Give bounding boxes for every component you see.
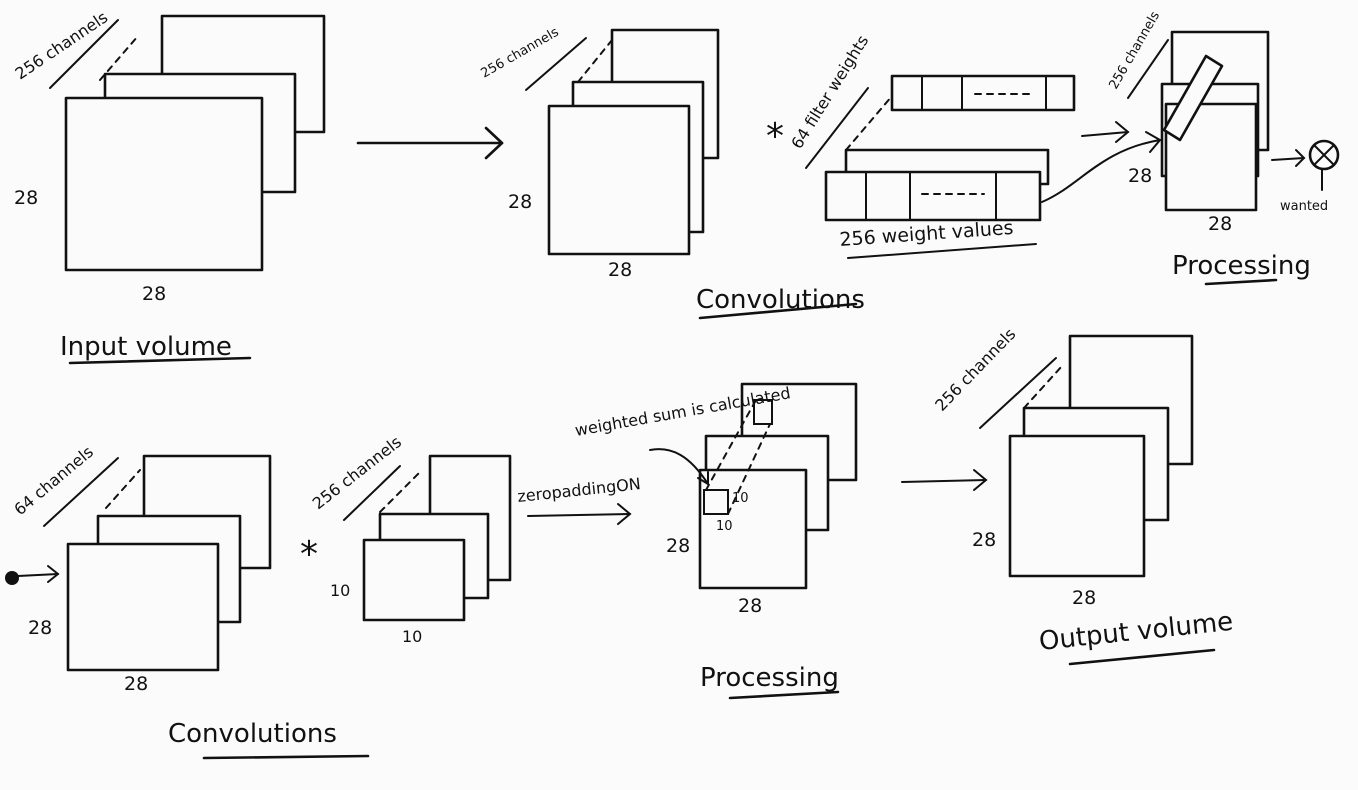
conv1-front-slice [547,104,691,256]
proc1-output-arrow [1271,157,1305,161]
proc2-guide-2 [727,423,771,515]
output-depth-guide [1023,365,1063,409]
input-volume-title: Input volume [60,332,232,362]
conv2-channels-label: 64 channels [10,442,97,519]
processing-title-1: Processing [1172,251,1311,281]
proc1-output-arrow-head [1295,149,1306,167]
conv2-front-slice [66,542,220,672]
proc2-annotation-curve [649,448,709,485]
proc2-patch-height-label: 10 [732,491,749,506]
proc1-width-label: 28 [1208,213,1232,235]
conv2-depth-arrow [43,457,119,527]
kernel-front-slice [362,538,466,622]
input-depth-guide [99,35,139,81]
processing-panel-2: weighted sum is calculated 10 10 28 28 P… [573,382,858,700]
arrow-to-processing-1 [1081,131,1129,137]
proc2-guide-1 [705,399,757,491]
kernel-depth-arrow [343,465,401,521]
output-volume-panel: 256 channels 28 28 Output volume [931,324,1235,666]
kernel-height-label: 10 [330,581,350,600]
kernel-width-label: 10 [402,627,422,646]
arrow-to-processing-2 [527,513,631,517]
proc2-patch-width-label: 10 [716,519,733,534]
proc2-patch [703,489,729,515]
output-volume-title: Output volume [1038,607,1235,657]
output-title-underline [1068,648,1216,666]
input-width-label: 28 [142,283,166,305]
arrow-to-output-head [973,469,988,491]
filter-width-arrow [847,243,1037,259]
input-channels-label: 256 channels [12,8,112,84]
filter-weights-panel: * 64 filter weights 256 weight values Co… [696,32,1162,320]
proc1-height-label: 28 [1128,165,1152,187]
proc2-width-label: 28 [738,595,762,617]
filter-to-processing-curve [1041,139,1161,203]
filter-count-label: 64 filter weights [787,32,872,152]
processing-title-2: Processing [700,663,839,693]
arrow-to-processing-1-head [1115,121,1130,143]
proc1-depth-arrow [1127,39,1169,99]
conv2-input-icon [5,571,19,585]
input-volume-panel: 256 channels 28 28 Input volume [12,8,326,365]
conv1-depth-guide [577,39,613,83]
output-front-slice [1008,434,1146,578]
kernel-depth-guide [379,471,421,513]
conv1-operator: * [766,116,784,157]
input-front-slice [64,96,264,272]
conv2-width-label: 28 [124,673,148,695]
arrow-input-to-conv-head [484,126,504,160]
proc1-multiply-icon [1308,139,1340,171]
output-channels-label: 256 channels [931,324,1019,414]
filter-weights-label: 256 weight values [839,217,1014,251]
arrow-to-output [901,479,987,483]
proc1-output-label: wanted [1280,199,1328,214]
proc1-channels-label: 256 channels [1106,9,1163,92]
conv2-operator: * [300,534,318,575]
convolutions-title-2: Convolutions [168,719,337,749]
conv2-height-label: 28 [28,617,52,639]
conv2-input-arrow-head [47,565,60,583]
proc2-kernel-patch [753,399,773,425]
conv2-input-arrow [17,573,59,577]
output-height-label: 28 [972,529,996,551]
proc1-multiply-cross-2 [1314,145,1334,165]
output-width-label: 28 [1072,587,1096,609]
input-height-label: 28 [14,187,38,209]
filter-to-processing-head [1145,131,1162,153]
proc1-filter-column [1162,54,1224,142]
filter-depth-arrow [805,87,869,169]
filter-front-strip [824,170,1042,222]
conv2-title-underline [202,754,370,760]
convolution-panel-2: 64 channels 28 28 Convolutions [5,442,370,760]
arrow-to-processing-2-head [617,503,632,525]
convolution-panel-1: 256 channels 28 28 [479,25,720,281]
zero-padding-label: zeropaddingON [516,474,641,506]
input-title-underline [68,356,252,365]
processing-panel-1: 256 channels 28 28 wanted Processing [1106,9,1340,286]
proc2-annotation-head [697,471,709,486]
input-depth-arrow [49,19,119,89]
proc2-title-underline [728,690,840,700]
proc2-height-label: 28 [666,535,690,557]
kernel-panel: * 256 channels 10 10 [300,432,512,646]
conv2-depth-guide [105,469,141,509]
filter-depth-guide [845,95,893,151]
proc1-title-underline [1204,278,1278,286]
conv1-channels-label: 256 channels [479,25,562,82]
conv1-height-label: 28 [508,191,532,213]
conv1-width-label: 28 [608,259,632,281]
conv1-depth-arrow [525,37,587,91]
output-depth-arrow [979,357,1057,429]
conv1-title-underline [698,302,858,320]
